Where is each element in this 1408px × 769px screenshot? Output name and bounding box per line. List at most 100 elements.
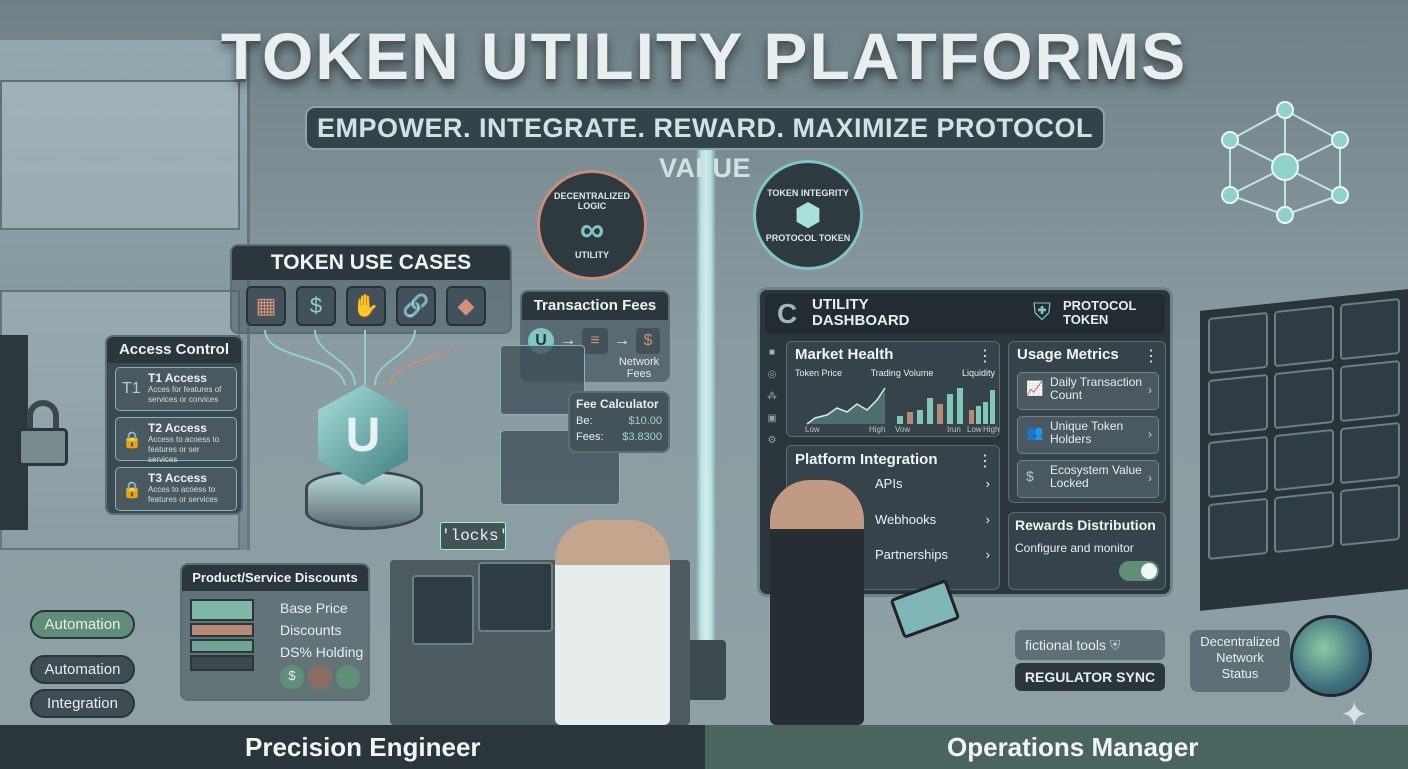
- market-health-title: Market Health: [795, 346, 894, 363]
- token-price-axis-low: Low: [805, 425, 820, 434]
- discount-item: Base Price: [280, 600, 348, 616]
- decentralized-logic-badge: DECENTRALIZED LOGIC ∞ UTILITY: [537, 170, 647, 280]
- chevron-right-icon: ›: [1148, 427, 1152, 441]
- more-menu-icon[interactable]: ⋮: [977, 348, 993, 365]
- access-control-title: Access Control: [107, 337, 241, 363]
- monitor: [412, 575, 474, 645]
- dollar-icon: $: [636, 328, 660, 354]
- fictional-tools-label: fictional tools ⛨: [1015, 630, 1165, 660]
- more-menu-icon[interactable]: ⋮: [977, 453, 993, 470]
- usage-metrics-title: Usage Metrics: [1017, 346, 1119, 363]
- protocol-token-label: PROTOCOL: [1063, 298, 1137, 313]
- leaf-coin-icon: [336, 665, 360, 689]
- network-fees-label: Network Fees: [618, 356, 660, 380]
- flow-arrows: [264, 330, 450, 386]
- trading-volume-axis-low: Vow: [895, 425, 911, 434]
- gift-coin-icon: [308, 665, 332, 689]
- hand-coin-icon[interactable]: ✋: [346, 286, 386, 326]
- shield-check-icon: ⛨: [1033, 299, 1051, 326]
- unique-token-holders-item[interactable]: 👥Unique Token Holders›: [1017, 416, 1159, 454]
- ecosystem-value-locked-item[interactable]: $Ecosystem Value Locked›: [1017, 460, 1159, 498]
- regulator-sync-button[interactable]: REGULATOR SYNC: [1015, 663, 1165, 691]
- document-icon: ≡: [582, 328, 608, 354]
- role-band-operations-manager: Operations Manager: [705, 725, 1408, 769]
- sidebar-chart-icon[interactable]: ▣: [767, 413, 777, 424]
- layer-stack-icon: [190, 599, 254, 671]
- token-integrity-badge: TOKEN INTEGRITY ⬢ PROTOCOL TOKEN: [753, 160, 863, 270]
- sidebar-doc-icon[interactable]: ■: [768, 347, 776, 358]
- more-menu-icon[interactable]: ⋮: [1143, 348, 1159, 365]
- market-health-card: Market Health ⋮ Token Price Trading Volu…: [786, 341, 1000, 437]
- rewards-desc: Configure and monitor: [1015, 541, 1134, 555]
- integration-partnerships[interactable]: Partnerships›: [875, 547, 990, 562]
- discounts-title: Product/Service Discounts: [182, 565, 368, 591]
- dashboard-sidebar: ■ ◎ ⁂ ▣ ⚙: [764, 342, 780, 592]
- precision-engineer-figure: [555, 520, 670, 725]
- rewards-title: Rewards Distribution: [1015, 517, 1156, 533]
- platform-integration-title: Platform Integration: [795, 451, 938, 468]
- globe-icon: [1290, 615, 1372, 697]
- fee-calculator-panel: Fee Calculator Be:$10.00 Fees:$3.8300: [568, 391, 670, 453]
- trading-volume-axis-high: Irun: [947, 425, 961, 434]
- monitor: [478, 562, 553, 632]
- users-icon: 👥: [1026, 424, 1044, 440]
- role-band-precision-engineer: Precision Engineer: [0, 725, 705, 769]
- locks-label: 'locks': [440, 522, 508, 550]
- token-hex-icon: ⬢: [794, 198, 822, 232]
- rewards-distribution-card: Rewards Distribution Configure and monit…: [1008, 512, 1166, 590]
- fee-calculator-title: Fee Calculator: [576, 397, 659, 411]
- product-discounts-panel: Product/Service Discounts Base Price Dis…: [180, 563, 370, 701]
- liquidity-axis-low: Low: [967, 425, 982, 434]
- shield-icon: ⛨: [1109, 637, 1121, 653]
- subtitle-banner: EMPOWER. INTEGRATE. REWARD. MAXIMIZE PRO…: [305, 106, 1105, 183]
- sidebar-globe-icon[interactable]: ◎: [767, 369, 777, 380]
- token-use-cases-panel: TOKEN USE CASES ▦ $ ✋ 🔗 ◆: [230, 244, 512, 334]
- automation-pill[interactable]: Automation: [30, 610, 135, 639]
- use-cases-title: TOKEN USE CASES: [232, 246, 510, 280]
- link-knot-icon: ∞: [579, 210, 605, 249]
- sidebar-settings-icon[interactable]: ⚙: [767, 435, 777, 446]
- growth-chart-icon: 📈: [1026, 380, 1044, 396]
- wall-screens: [1200, 289, 1408, 611]
- ethereum-icon[interactable]: ◆: [446, 286, 486, 326]
- chevron-right-icon: ›: [1148, 383, 1152, 397]
- chevron-right-icon: ›: [1148, 471, 1152, 485]
- transaction-fees-title: Transaction Fees: [522, 292, 668, 320]
- utility-token-icon: U: [318, 385, 408, 485]
- discount-item: DS% Holding: [280, 644, 364, 660]
- usage-metrics-card: Usage Metrics ⋮ 📈Daily Transaction Count…: [1008, 341, 1166, 503]
- t1-icon: T1: [122, 380, 141, 397]
- dashboard-header: C UTILITY DASHBOARD ⛨ PROTOCOL TOKEN: [765, 294, 1165, 334]
- link-icon[interactable]: 🔗: [396, 286, 436, 326]
- page-title: TOKEN UTILITY PLATFORMS: [220, 19, 1188, 93]
- discount-item: Discounts: [280, 622, 342, 638]
- calendar-icon[interactable]: ▦: [246, 286, 286, 326]
- dollar-coin-icon: $: [280, 665, 304, 689]
- dollar-icon[interactable]: $: [296, 286, 336, 326]
- network-status-label: Decentralized Network Status: [1190, 630, 1290, 692]
- money-jar-icon: $: [1026, 468, 1034, 484]
- rewards-toggle[interactable]: [1119, 561, 1159, 581]
- liquidity-axis-high: High: [983, 425, 1000, 434]
- energy-beam: [696, 140, 716, 700]
- padlock-icon: [18, 400, 68, 466]
- beam-pillar: [686, 640, 726, 700]
- role-operations-manager: Operations Manager: [947, 732, 1199, 762]
- lock-icon: 🔒: [122, 482, 142, 499]
- daily-transaction-count-item[interactable]: 📈Daily Transaction Count›: [1017, 372, 1159, 410]
- sidebar-network-icon[interactable]: ⁂: [767, 391, 777, 402]
- role-precision-engineer: Precision Engineer: [245, 732, 481, 762]
- integration-webhooks[interactable]: Webhooks›: [875, 512, 990, 527]
- integration-apis[interactable]: APIs›: [875, 476, 990, 491]
- integration-pill[interactable]: Integration: [30, 689, 135, 718]
- token-price-axis-high: High: [869, 425, 886, 434]
- lock-icon: 🔒: [122, 432, 142, 449]
- dashboard-title: UTILITY: [812, 296, 869, 313]
- dashboard-logo-icon: C: [777, 298, 798, 329]
- token-price-chart: [806, 387, 995, 425]
- automation-pill[interactable]: Automation: [30, 655, 135, 684]
